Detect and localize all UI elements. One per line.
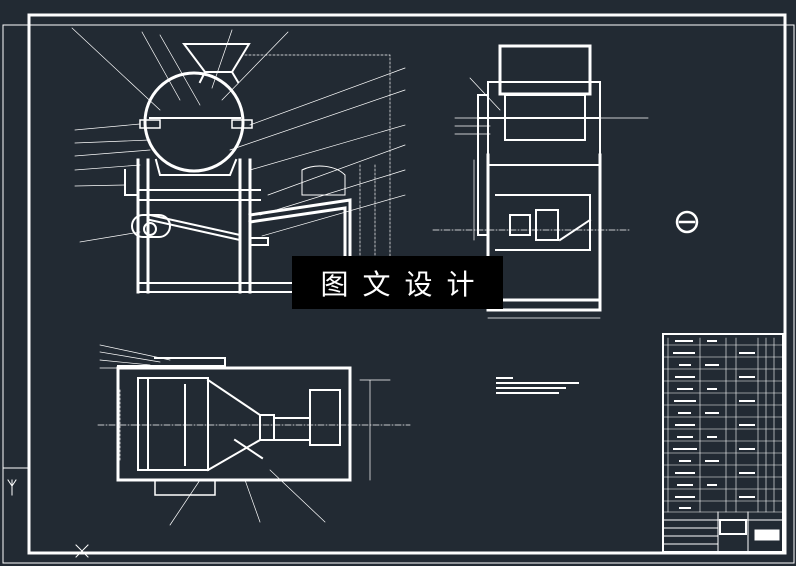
outer-border	[2, 24, 795, 564]
front-view	[124, 43, 352, 294]
side-view	[477, 44, 602, 312]
side-view-leaders	[432, 77, 649, 319]
corner-marks	[2, 467, 89, 558]
inner-frame	[27, 13, 787, 555]
title-block	[662, 333, 784, 553]
watermark-text: 图文设计	[320, 267, 489, 301]
detail-symbol	[675, 210, 699, 234]
watermark: 图文设计	[292, 256, 503, 309]
technical-notes	[496, 377, 579, 394]
top-view	[116, 357, 352, 496]
top-view-leaders	[97, 344, 411, 526]
